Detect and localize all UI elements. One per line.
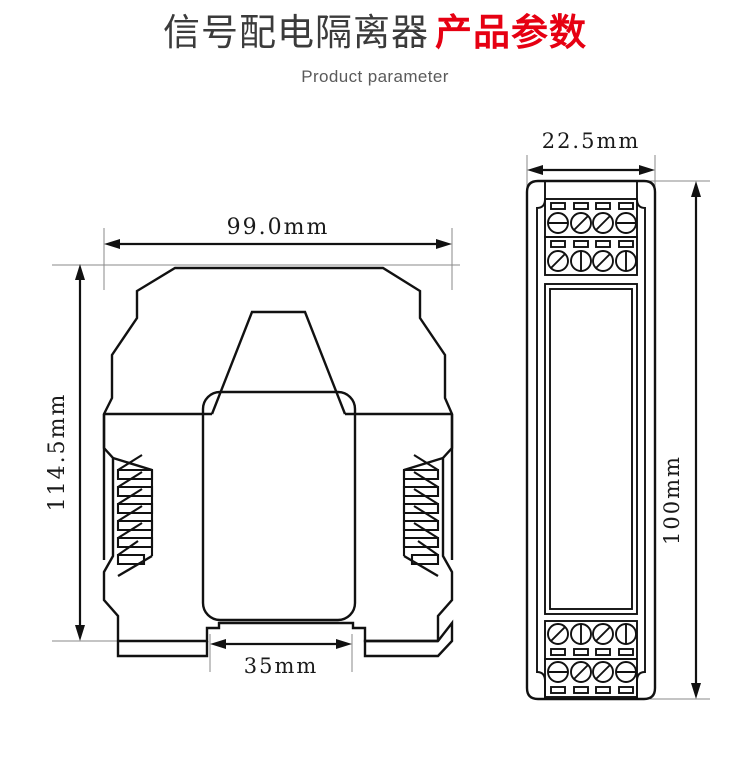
terminal-screw	[547, 623, 569, 645]
terminal-screw	[570, 661, 592, 683]
front-view: 99.0mm 114.5mm	[45, 215, 460, 678]
rail-arrow-left	[210, 639, 226, 649]
side-height-label: 100mm	[660, 455, 684, 545]
front-din-foot	[118, 621, 438, 643]
side-terminal-top-row2	[544, 236, 638, 276]
front-label-panel	[201, 390, 357, 622]
terminal-slot	[573, 648, 589, 656]
terminal-slot	[573, 202, 589, 210]
terminal-slot	[595, 648, 611, 656]
front-width-label: 99.0mm	[227, 215, 330, 240]
front-right-grip-edge	[403, 456, 444, 578]
front-din-clip-left	[116, 641, 209, 658]
side-terminal-bottom-row2-contacts	[547, 661, 637, 694]
side-terminal-bottom-row1-contacts	[547, 623, 637, 656]
terminal-slot	[595, 240, 611, 248]
page-title-highlight: 产品参数	[435, 11, 587, 54]
front-left-grip-edge	[112, 456, 153, 578]
front-din-clip-right	[363, 619, 454, 658]
terminal-slot	[595, 686, 611, 694]
side-width-arrow-right	[639, 165, 655, 175]
terminal-slot	[550, 686, 566, 694]
terminal-slot	[550, 240, 566, 248]
terminal-slot	[595, 202, 611, 210]
side-body-panel-inner	[549, 288, 633, 610]
terminal-screw-slot	[595, 626, 611, 642]
front-center-trapezoid	[210, 310, 347, 415]
side-body-panel	[544, 283, 638, 615]
terminal-screw	[592, 250, 614, 272]
terminal-screw-slot	[550, 253, 566, 269]
side-terminal-top-row2-contacts	[547, 240, 637, 272]
terminal-screw	[592, 623, 614, 645]
terminal-screw	[592, 661, 614, 683]
terminal-screw-slot	[573, 215, 589, 231]
front-left-wing	[102, 414, 120, 641]
side-width-arrow-left	[527, 165, 543, 175]
side-width-label: 22.5mm	[542, 129, 641, 153]
page-title: 信号配电隔离器产品参数	[0, 14, 750, 51]
side-height-arrow-top	[691, 181, 701, 197]
terminal-slot	[618, 240, 634, 248]
page-subtitle: Product parameter	[301, 67, 449, 86]
side-shell-outline	[525, 179, 657, 701]
terminal-screw-slot	[550, 626, 566, 642]
front-height-label: 114.5mm	[45, 393, 70, 512]
side-view: 22.5mm 100mm	[525, 129, 710, 701]
rail-width-label: 35mm	[244, 654, 319, 678]
side-terminal-top-row1-contacts	[547, 202, 637, 234]
page-header: 信号配电隔离器产品参数 Product parameter	[0, 0, 750, 87]
terminal-screw-slot	[595, 664, 611, 680]
front-width-arrow-left	[104, 239, 120, 249]
front-height-arrow-bottom	[75, 625, 85, 641]
terminal-slot	[618, 202, 634, 210]
front-width-arrow-right	[436, 239, 452, 249]
side-inner-wall-right	[636, 181, 646, 699]
terminal-screw	[592, 212, 614, 234]
front-height-arrow-top	[75, 264, 85, 280]
terminal-screw-slot	[595, 253, 611, 269]
terminal-slot	[550, 648, 566, 656]
front-right-grip-ribs	[402, 454, 440, 566]
page-title-main: 信号配电隔离器	[163, 11, 429, 54]
terminal-screw	[570, 212, 592, 234]
terminal-slot	[550, 202, 566, 210]
side-inner-wall-left	[536, 181, 546, 699]
side-terminal-bottom-row1	[544, 620, 638, 660]
front-body-outline	[102, 266, 454, 560]
terminal-slot	[618, 648, 634, 656]
front-right-wing	[436, 414, 454, 641]
front-left-grip-ribs	[116, 454, 154, 566]
terminal-screw-slot	[595, 215, 611, 231]
side-terminal-bottom-row2	[544, 658, 638, 698]
terminal-slot	[573, 240, 589, 248]
terminal-slot	[618, 686, 634, 694]
terminal-screw-slot	[573, 664, 589, 680]
terminal-slot	[573, 686, 589, 694]
side-height-arrow-bottom	[691, 683, 701, 699]
side-terminal-top-row1	[544, 198, 638, 238]
terminal-screw	[547, 250, 569, 272]
rail-arrow-right	[336, 639, 352, 649]
